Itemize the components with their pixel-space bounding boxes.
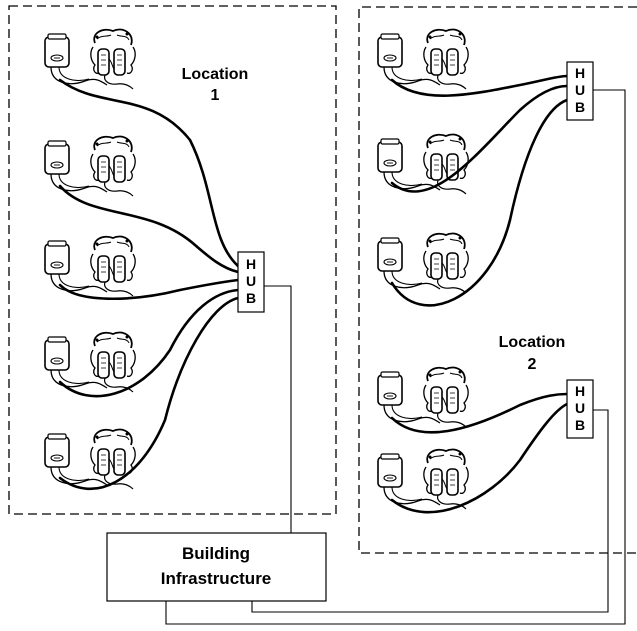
station-2-2 [378, 134, 468, 194]
hub-box-location-2a: H U B [566, 61, 594, 121]
hub-letter-u: U [575, 82, 585, 98]
hub-letter-h: H [246, 256, 256, 272]
beltpack-icon [378, 134, 468, 194]
station-1-2 [45, 136, 135, 196]
location-1-wiring [58, 78, 240, 490]
beltpack-icon [45, 136, 135, 196]
building-label-line1: Building [182, 544, 250, 563]
hub-letter-b: B [246, 290, 256, 306]
station-1-4 [45, 332, 135, 392]
location-2-label-line2: 2 [528, 356, 537, 373]
building-label-line2: Infrastructure [161, 569, 272, 588]
location-2-wiring [390, 74, 569, 514]
station-1-3 [45, 236, 135, 296]
hub-letter-h: H [575, 383, 585, 399]
beltpack-icon [45, 29, 135, 89]
hub-box-location-2b: H U B [566, 379, 594, 439]
hub-letter-u: U [246, 273, 256, 289]
hub-letter-b: B [575, 417, 585, 433]
hub-letter-u: U [575, 400, 585, 416]
station-1-5 [45, 429, 135, 489]
location-1-label-line2: 1 [211, 87, 220, 104]
uplink-wiring [165, 89, 626, 625]
beltpack-icon [45, 332, 135, 392]
beltpack-icon [45, 236, 135, 296]
station-1-1 [45, 29, 135, 89]
location-1-boundary [8, 5, 337, 515]
location-2-boundary [358, 6, 637, 554]
location-1-label-line1: Location [182, 66, 249, 83]
hub-box-location-1: H U B [237, 251, 265, 313]
location-2-label-line1: Location [499, 334, 566, 351]
beltpack-icon [45, 429, 135, 489]
hub-letter-h: H [575, 65, 585, 81]
hub-letter-b: B [575, 99, 585, 115]
building-infrastructure-box: Building Infrastructure [106, 532, 327, 602]
